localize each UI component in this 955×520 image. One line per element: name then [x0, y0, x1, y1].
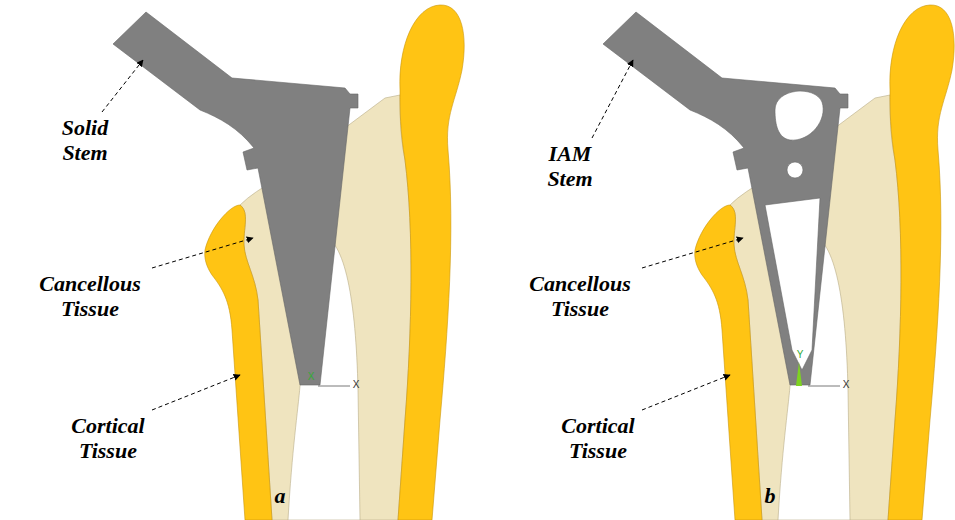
- panel-a: [113, 5, 464, 520]
- callout-label: Cortical Tissue: [546, 414, 650, 463]
- panel-letter: b: [755, 484, 785, 509]
- axis-label: X: [350, 380, 362, 390]
- callout-label: Cortical Tissue: [56, 414, 160, 463]
- callout-label: Cancellous Tissue: [515, 272, 645, 321]
- panel-b: [603, 5, 954, 520]
- axis-label: Y: [794, 350, 806, 360]
- leader-arrows: [102, 60, 743, 410]
- callout-label: Solid Stem: [43, 116, 127, 165]
- panel-letter: a: [265, 484, 295, 509]
- axis-label: X: [840, 380, 852, 390]
- axis-label: X: [305, 372, 317, 382]
- callout-label: Cancellous Tissue: [25, 272, 155, 321]
- callout-label: IAM Stem: [532, 142, 608, 191]
